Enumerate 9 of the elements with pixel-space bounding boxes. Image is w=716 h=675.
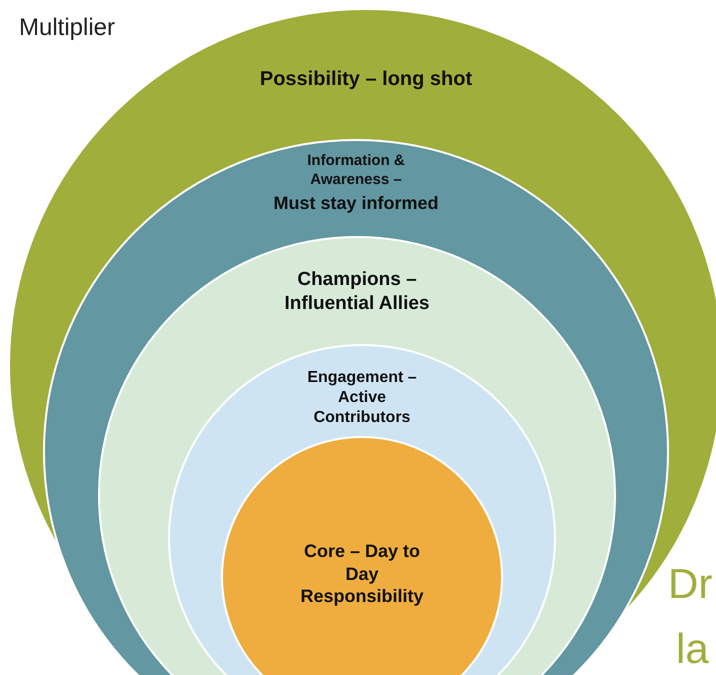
caption-text: la bbox=[676, 625, 709, 673]
ring-label: Information & Awareness – bbox=[306, 152, 406, 190]
ring-label: Engagement – Active Contributors bbox=[306, 368, 418, 428]
caption-text: Dr bbox=[668, 560, 712, 608]
ring-label: Champions – Influential Allies bbox=[284, 268, 430, 316]
ring-label: Must stay informed bbox=[272, 192, 440, 214]
caption-text: Multiplier bbox=[19, 14, 116, 42]
ring-label: Possibility – long shot bbox=[258, 67, 474, 92]
ring-label: Core – Day to Day Responsibility bbox=[299, 540, 425, 608]
